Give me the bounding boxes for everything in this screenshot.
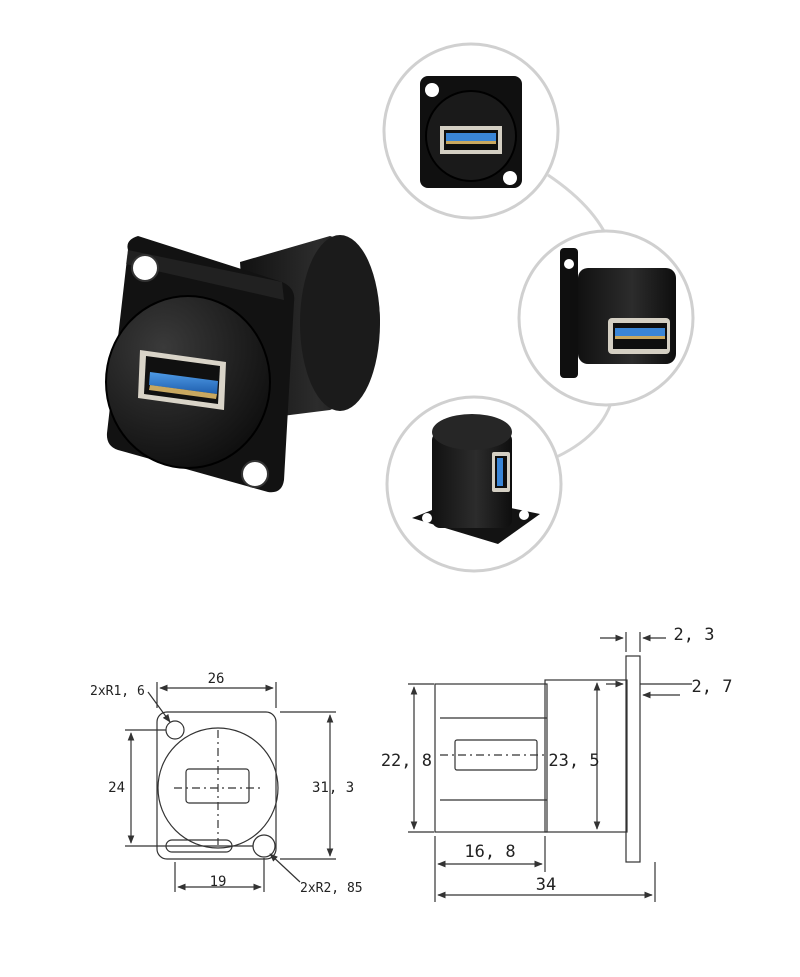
front-view-drawing: [125, 682, 336, 892]
main-connector-image: [105, 235, 380, 493]
port-depth-dimension-label: 16, 8: [464, 842, 515, 862]
callout-side-view: [517, 229, 695, 407]
dimension-drawing: 26 24 31, 3 19 2xR1, 6 2xR2, 85: [90, 625, 733, 902]
total-length-dimension-label: 34: [536, 875, 556, 895]
body-height-dimension-label: 22, 8: [381, 751, 432, 771]
height-dimension-label: 31, 3: [312, 780, 354, 796]
width-dimension-label: 26: [208, 671, 225, 687]
small-radius-label: 2xR1, 6: [90, 684, 145, 699]
collar-height-dimension-label: 23, 5: [548, 751, 599, 771]
flange-thickness-dimension-label: 2, 3: [674, 625, 715, 645]
callout-rear-view: [385, 395, 563, 573]
product-illustration: [105, 42, 695, 573]
product-photo-area: [105, 42, 695, 573]
side-view-drawing: [408, 632, 692, 902]
bottom-dimension-label: 19: [210, 874, 227, 890]
flange-offset-dimension-label: 2, 7: [692, 677, 733, 697]
hole-spacing-dimension-label: 24: [108, 780, 125, 796]
large-radius-label: 2xR2, 85: [300, 881, 363, 896]
technical-drawing: 26 24 31, 3 19 2xR1, 6 2xR2, 85: [0, 600, 800, 977]
callout-front-view: [382, 42, 560, 220]
